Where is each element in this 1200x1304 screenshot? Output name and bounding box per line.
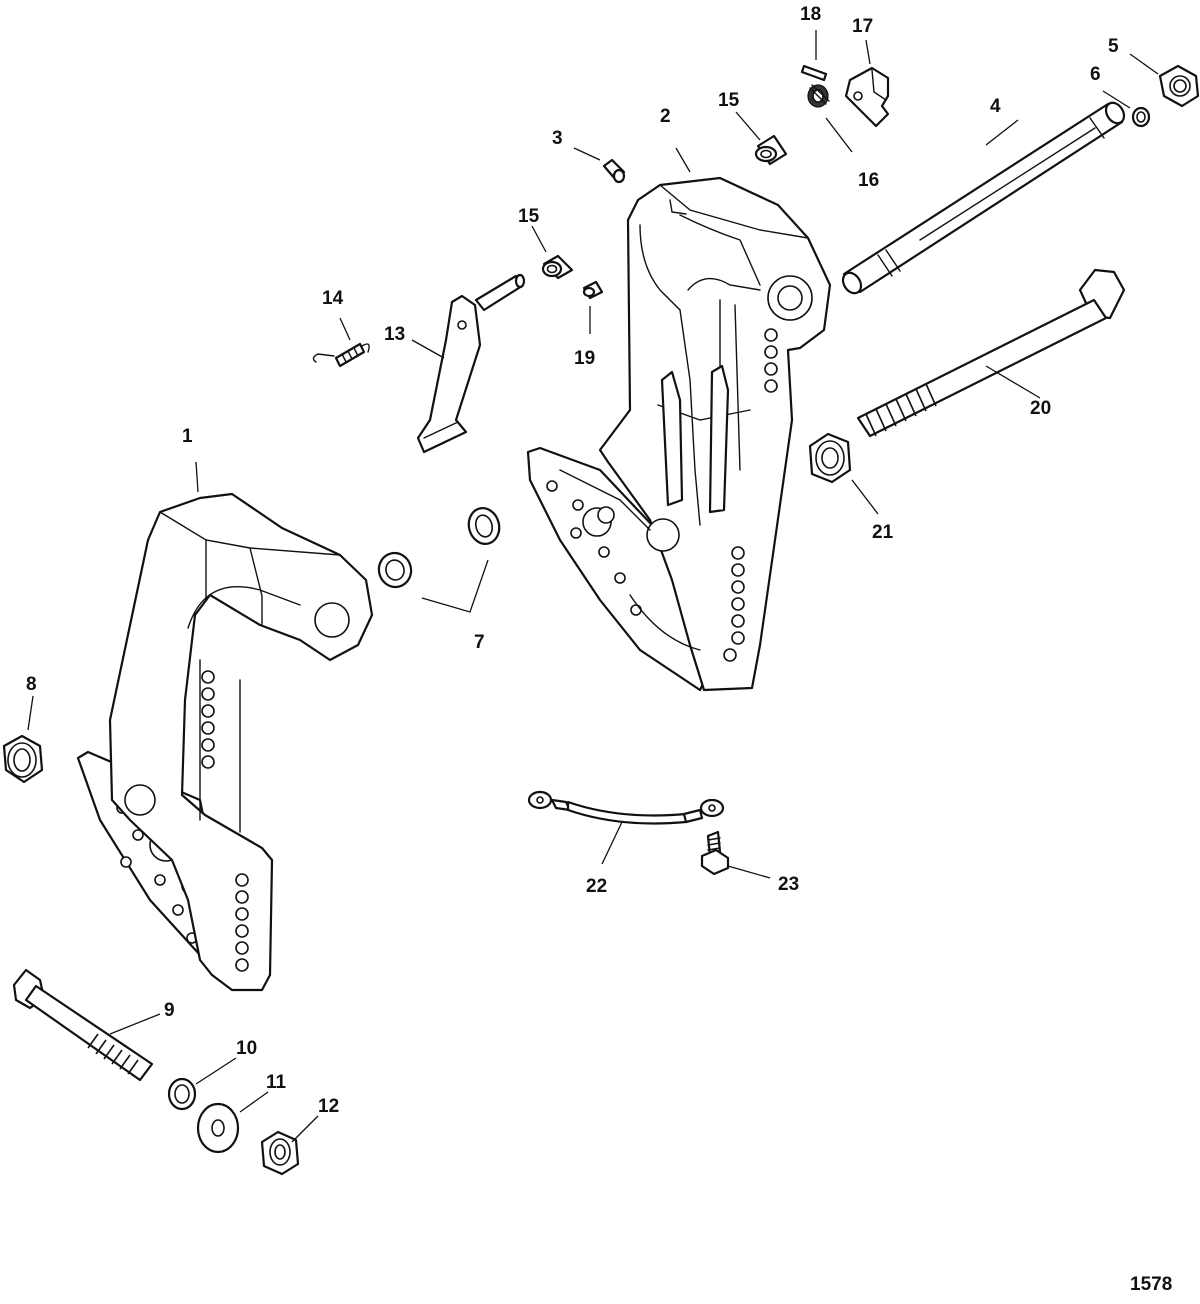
part-3-grease-fitting	[602, 158, 626, 184]
callout-10: 10	[236, 1038, 257, 1059]
part-17-tilt-lock-pawl	[844, 66, 890, 128]
callout-22: 22	[586, 876, 607, 897]
figure-number: 1578	[1130, 1274, 1172, 1295]
callout-9: 9	[164, 1000, 175, 1021]
part-15-bushing-lower	[541, 254, 574, 280]
callout-11: 11	[266, 1072, 287, 1093]
callout-18: 18	[800, 4, 821, 25]
part-23-screw	[700, 830, 730, 876]
part-20-long-bolt	[856, 268, 1126, 438]
callout-19: 19	[574, 348, 595, 369]
part-7-wave-washers	[377, 507, 501, 589]
part-13-tilt-lock-lever	[416, 273, 526, 454]
callout-6: 6	[1090, 64, 1101, 85]
callout-1: 1	[182, 426, 193, 447]
part-15-bushing-upper	[754, 134, 788, 166]
part-6-washer	[1131, 106, 1151, 128]
part-19-pin	[582, 280, 604, 300]
callout-5: 5	[1108, 36, 1119, 57]
part-16-coil-spring	[807, 84, 830, 108]
part-14-spring	[312, 342, 370, 368]
part-8-nut	[2, 734, 44, 784]
part-18-pin	[800, 64, 828, 82]
part-22-ground-strap	[527, 790, 725, 825]
callout-13: 13	[384, 324, 405, 345]
callout-17: 17	[852, 16, 873, 37]
callout-12: 12	[318, 1096, 339, 1117]
callout-20: 20	[1030, 398, 1051, 419]
part-10-lock-washer	[167, 1077, 197, 1111]
callout-21: 21	[872, 522, 894, 543]
part-21-lock-nut	[808, 432, 852, 484]
part-12-lock-nut	[260, 1130, 300, 1176]
callout-3: 3	[552, 128, 563, 149]
callout-15-upper: 15	[718, 90, 740, 111]
callout-labels: 1 2 3 4 5 6 7 8 9 10 11 12 13 14 15 15 1…	[26, 4, 1172, 1295]
callout-15-lower: 15	[518, 206, 540, 227]
callout-14: 14	[322, 288, 344, 309]
callout-2: 2	[660, 106, 671, 127]
callout-4: 4	[990, 96, 1001, 117]
part-11-flat-washer	[196, 1102, 240, 1154]
part-2-right-clamp-bracket	[526, 176, 832, 692]
callout-7: 7	[474, 632, 485, 653]
part-1-left-clamp-bracket	[76, 492, 374, 992]
callout-16: 16	[858, 170, 879, 191]
callout-8: 8	[26, 674, 37, 695]
part-4-tilt-tube	[841, 101, 1126, 295]
part-9-bolt	[12, 968, 154, 1082]
part-5-tilt-tube-nut	[1158, 64, 1200, 108]
callout-23: 23	[778, 874, 799, 895]
leader-lines	[27, 30, 1159, 1143]
